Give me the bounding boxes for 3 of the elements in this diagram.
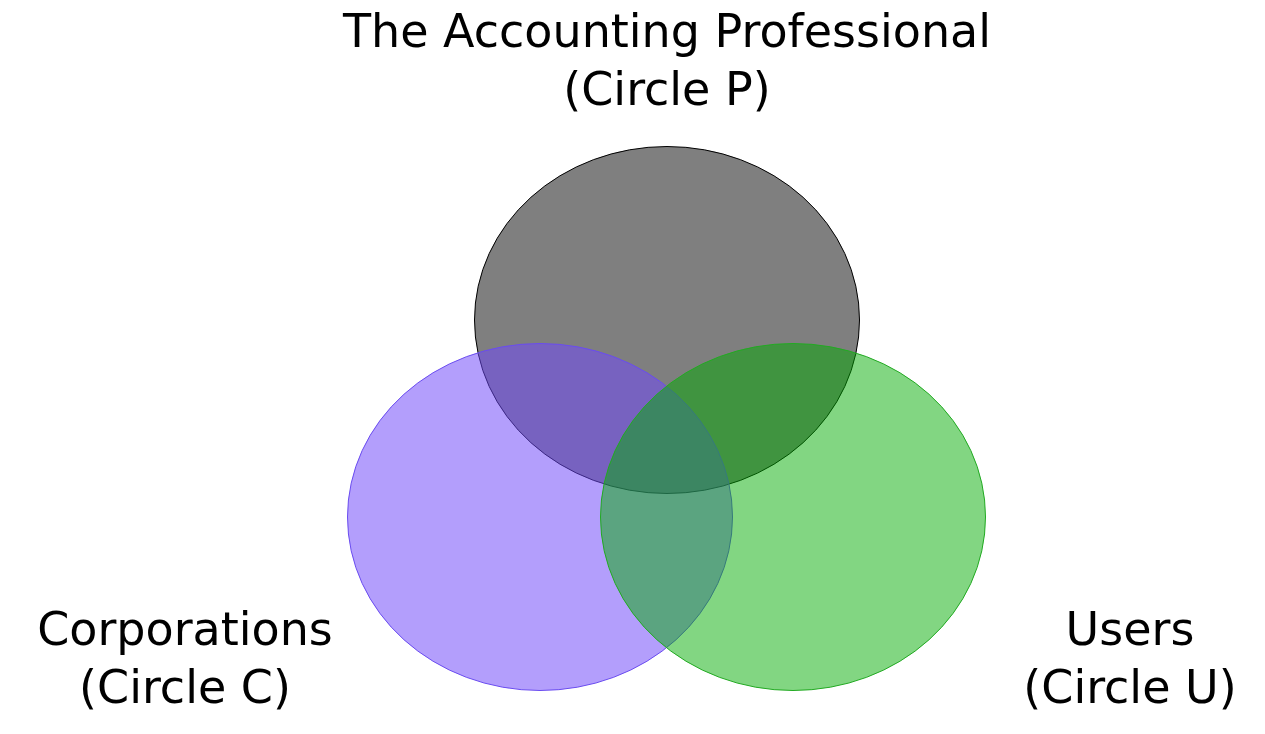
circle-label: The Accounting Professional (Circle P) bbox=[341, 3, 993, 118]
circle-label: Users (Circle U) bbox=[1022, 601, 1238, 716]
circle-label: Corporations (Circle C) bbox=[36, 601, 334, 716]
